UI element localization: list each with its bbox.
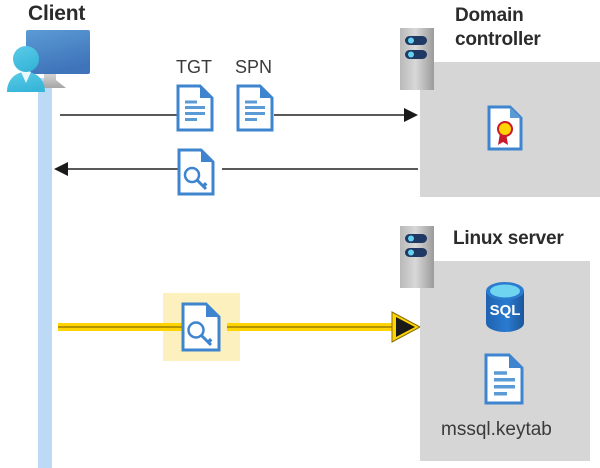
flow-arrow-response [54,162,418,176]
client-computer-user-icon [4,26,96,98]
client-title: Client [28,2,86,25]
certificate-document-icon [487,105,523,151]
domain-controller-title-line1: Domain [455,5,524,26]
domain-controller-title: Domain controller [455,4,595,52]
linux-server-rack-icon [400,226,434,288]
domain-controller-server-rack-icon [400,28,434,90]
keytab-filename-label: mssql.keytab [441,419,552,440]
spn-label: SPN [235,57,273,77]
tgt-document-icon [176,84,214,132]
sql-icon-text: SQL [490,302,521,319]
flow-arrow-authenticate [58,311,420,343]
key-document-icon-response [177,148,215,196]
domain-controller-title-line2: controller [455,29,541,50]
tgt-label: TGT [176,57,212,77]
client-lifeline [38,78,52,468]
key-document-icon-authenticate [181,302,221,352]
flow-arrow-request [60,108,418,122]
keytab-document-icon [484,353,524,405]
sql-database-icon: SQL [481,281,529,333]
linux-server-title: Linux server [453,228,564,249]
spn-document-icon [236,84,274,132]
